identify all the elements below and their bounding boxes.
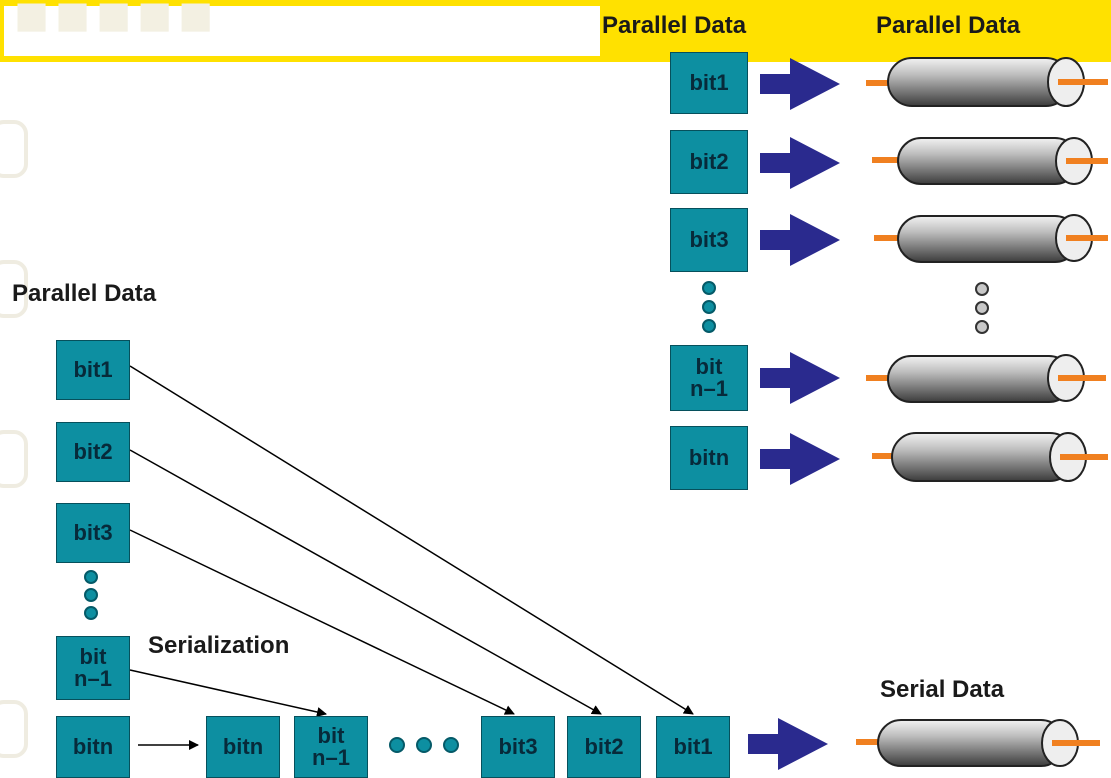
left-bit-n1-line2: n–1 [74, 666, 112, 691]
ellipsis-dot [84, 570, 98, 584]
ellipsis-dot [84, 606, 98, 620]
serial-bit3-box: bit3 [481, 716, 555, 778]
edge-decoration [0, 700, 28, 758]
left-bit2-box: bit2 [56, 422, 130, 482]
right-bit1-box: bit1 [670, 52, 748, 114]
banner-white-panel: ■■■■■ [4, 0, 600, 56]
wire-1 [866, 57, 1108, 107]
ellipsis-dot [416, 737, 432, 753]
wire-2 [872, 137, 1108, 185]
serial-bit-n1-line2: n–1 [312, 745, 350, 770]
left-bit-n1-line1: bit [79, 644, 107, 669]
block-arrow-right-1 [760, 58, 840, 110]
left-bitn-box: bitn [56, 716, 130, 778]
wire-serial [856, 719, 1100, 767]
wire-n [872, 432, 1108, 482]
serialization-line-bitn1 [129, 669, 327, 717]
top-banner: ■■■■■ [0, 0, 1111, 62]
block-arrow-right-3 [760, 214, 840, 266]
label-parallel-top-left: Parallel Data [602, 12, 747, 39]
ellipsis-dot [389, 737, 405, 753]
label-serialization: Serialization [148, 632, 290, 659]
block-arrow-right-2 [760, 137, 840, 189]
serialization-line-bit2 [129, 449, 602, 715]
right-bit2-box: bit2 [670, 130, 748, 194]
serial-bit1-box: bit1 [656, 716, 730, 778]
block-arrow-right-n [760, 433, 840, 485]
ellipsis-dot [702, 281, 716, 295]
right-bit-n1-box: bit n–1 [670, 345, 748, 411]
serialization-line-bit3 [129, 529, 515, 715]
serial-bit2-box: bit2 [567, 716, 641, 778]
left-bit3-box: bit3 [56, 503, 130, 563]
block-arrow-serial [748, 718, 828, 770]
left-bit1-box: bit1 [56, 340, 130, 400]
wire-n1 [866, 354, 1106, 403]
ellipsis-dot [84, 588, 98, 602]
ellipsis-dot [443, 737, 459, 753]
block-arrow-right-n1 [760, 352, 840, 404]
right-bit-n1-line1: bit [695, 354, 723, 379]
serial-bit-n1-line1: bit [317, 723, 345, 748]
serial-bit-n1-box: bit n–1 [294, 716, 368, 778]
right-bit-n1-line2: n–1 [690, 376, 728, 401]
ellipsis-dots-wires [975, 282, 989, 334]
ellipsis-dot [702, 319, 716, 333]
right-bitn-box: bitn [670, 426, 748, 490]
right-bit3-box: bit3 [670, 208, 748, 272]
label-parallel-top-right: Parallel Data [876, 12, 1021, 39]
label-parallel-left: Parallel Data [12, 280, 157, 307]
label-serial-data: Serial Data [880, 676, 1005, 703]
ellipsis-dot [702, 300, 716, 314]
serialization-line-bit1 [129, 365, 694, 715]
edge-decoration [0, 120, 28, 178]
serial-bitn-box: bitn [206, 716, 280, 778]
left-bit-n1-box: bit n–1 [56, 636, 130, 700]
wire-3 [874, 214, 1108, 263]
edge-decoration [0, 430, 28, 488]
banner-watermark: ■■■■■ [14, 0, 220, 48]
edge-decoration [0, 260, 28, 318]
